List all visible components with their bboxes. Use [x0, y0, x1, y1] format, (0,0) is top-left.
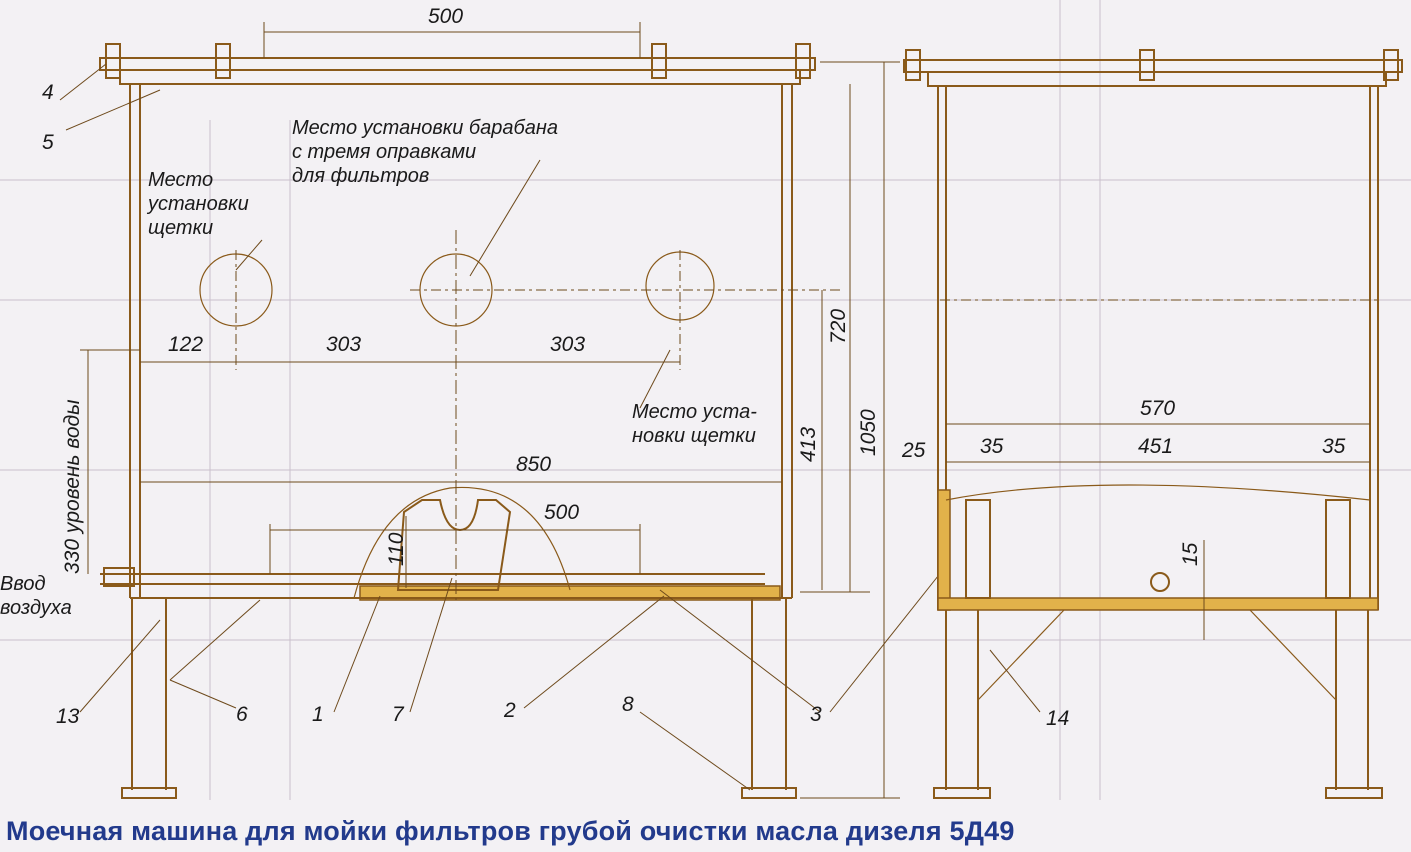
- dim-500-bottom: 500: [544, 501, 580, 524]
- dim-35-right: 35: [1322, 435, 1346, 458]
- bolt-mid-right: [651, 43, 667, 79]
- air-inlet-pipe: [103, 567, 135, 587]
- drum-note-line1: Место установки барабана: [292, 117, 559, 139]
- dim-122: 122: [168, 333, 204, 356]
- callout-4: 4: [42, 81, 54, 104]
- side-bolt-right: [1383, 49, 1399, 81]
- dim-35-left: 35: [980, 435, 1004, 458]
- side-bolt-mid: [1139, 49, 1155, 81]
- bolt-left: [105, 43, 121, 79]
- dim-303-left: 303: [326, 333, 362, 356]
- dim-850: 850: [516, 453, 552, 476]
- side-air-pipe: [1150, 572, 1170, 592]
- leg-foot-left: [121, 787, 177, 799]
- dim-330-water-level: 330 уровень воды: [61, 399, 84, 574]
- brush-left-note-line3: щетки: [148, 217, 214, 239]
- bolt-right: [795, 43, 811, 79]
- dim-25: 25: [902, 439, 926, 462]
- side-post-left: [965, 499, 991, 599]
- brush-right-note-line2: новки щетки: [632, 425, 756, 447]
- side-foot-right: [1325, 787, 1383, 799]
- dim-451: 451: [1138, 435, 1174, 458]
- figure-caption: Моечная машина для мойки фильтров грубой…: [6, 816, 1015, 846]
- dim-720: 720: [827, 308, 850, 344]
- side-wall-hatch: [937, 489, 951, 611]
- dim-500-top: 500: [428, 5, 464, 28]
- dim-1050: 1050: [857, 409, 880, 456]
- dim-570: 570: [1140, 397, 1176, 420]
- callout-8: 8: [622, 693, 634, 716]
- lid-cover: [99, 57, 816, 71]
- air-inlet-note-line2: воздуха: [0, 597, 72, 619]
- front-view: [59, 22, 947, 799]
- background-grid: [0, 0, 1411, 800]
- callout-13: 13: [56, 705, 80, 728]
- callout-3: 3: [810, 703, 822, 726]
- side-bolt-left: [905, 49, 921, 81]
- callout-1: 1: [312, 703, 324, 726]
- dim-15: 15: [1179, 542, 1202, 566]
- brush-left-note-line2: установки: [148, 193, 249, 215]
- brush-right-note-line1: Место уста-: [632, 401, 757, 423]
- dim-110: 110: [385, 532, 408, 566]
- side-bottom-plate: [937, 597, 1379, 611]
- drum-note-line3: для фильтров: [292, 165, 430, 187]
- drum-support: [396, 499, 512, 591]
- callout-14: 14: [1046, 707, 1070, 730]
- drum-note-line2: с тремя оправками: [292, 141, 477, 163]
- drum-cover-arc: [353, 486, 571, 599]
- callout-7: 7: [392, 703, 404, 726]
- callout-2: 2: [504, 699, 516, 722]
- callout-6: 6: [236, 703, 248, 726]
- brush-left-note-line1: Место: [148, 169, 214, 191]
- dim-303-right: 303: [550, 333, 586, 356]
- side-view: [903, 49, 1403, 799]
- side-post-right: [1325, 499, 1351, 599]
- side-lid-flange: [927, 71, 1387, 87]
- leg-foot-right: [741, 787, 797, 799]
- callout-5: 5: [42, 131, 54, 154]
- bolt-mid-left: [215, 43, 231, 79]
- air-inlet-note-line1: Ввод: [0, 573, 46, 595]
- side-foot-left: [933, 787, 991, 799]
- dim-413: 413: [797, 426, 820, 462]
